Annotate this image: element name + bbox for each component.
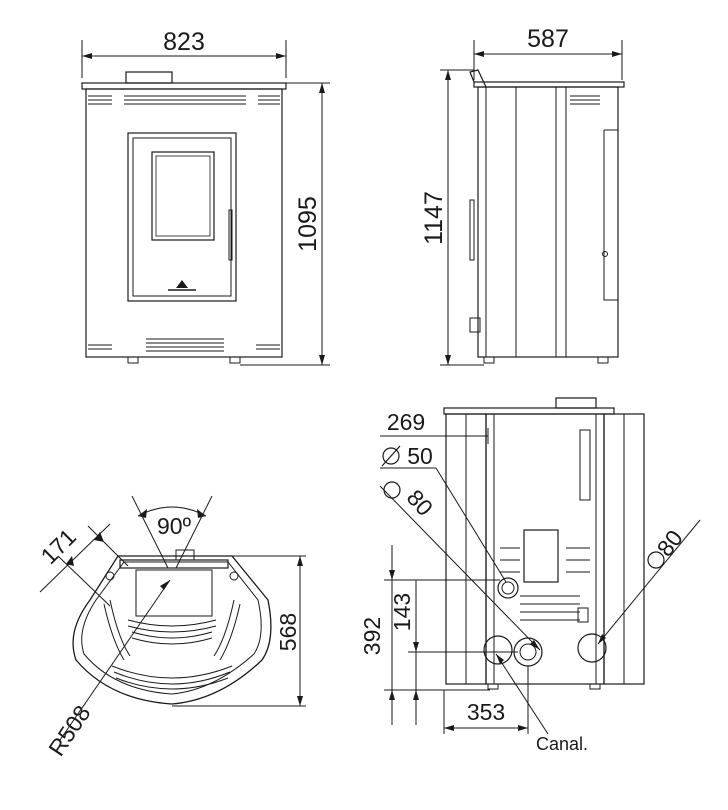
rear-flue-offset-label: 353 [467,699,505,725]
top-angle-label: 90º [157,513,192,539]
side-height-label: 1147 [420,191,448,245]
front-width-label: 823 [163,28,205,56]
rear-outlet-height-label: 392 [359,617,385,655]
top-depth-label: 568 [275,613,301,651]
top-edge-label: 171 [36,524,82,570]
top-view: 90º 171 568 [36,495,306,761]
rear-view: 269 50 80 80 392 143 353 [359,397,701,754]
rear-air-inlet-label: 50 [407,443,433,469]
front-view: 823 [81,28,330,366]
rear-flue-right-label: 80 [652,525,688,561]
rear-flue-height-label: 143 [389,593,415,631]
front-height-label: 1095 [294,196,322,252]
top-radius-label: R508 [43,700,95,760]
rear-flue-left-label: 80 [402,484,438,520]
side-view: 587 1147 [420,25,625,366]
rear-offset-label: 269 [387,409,425,435]
side-depth-label: 587 [527,25,569,53]
rear-canal-label: Canal. [536,734,588,754]
